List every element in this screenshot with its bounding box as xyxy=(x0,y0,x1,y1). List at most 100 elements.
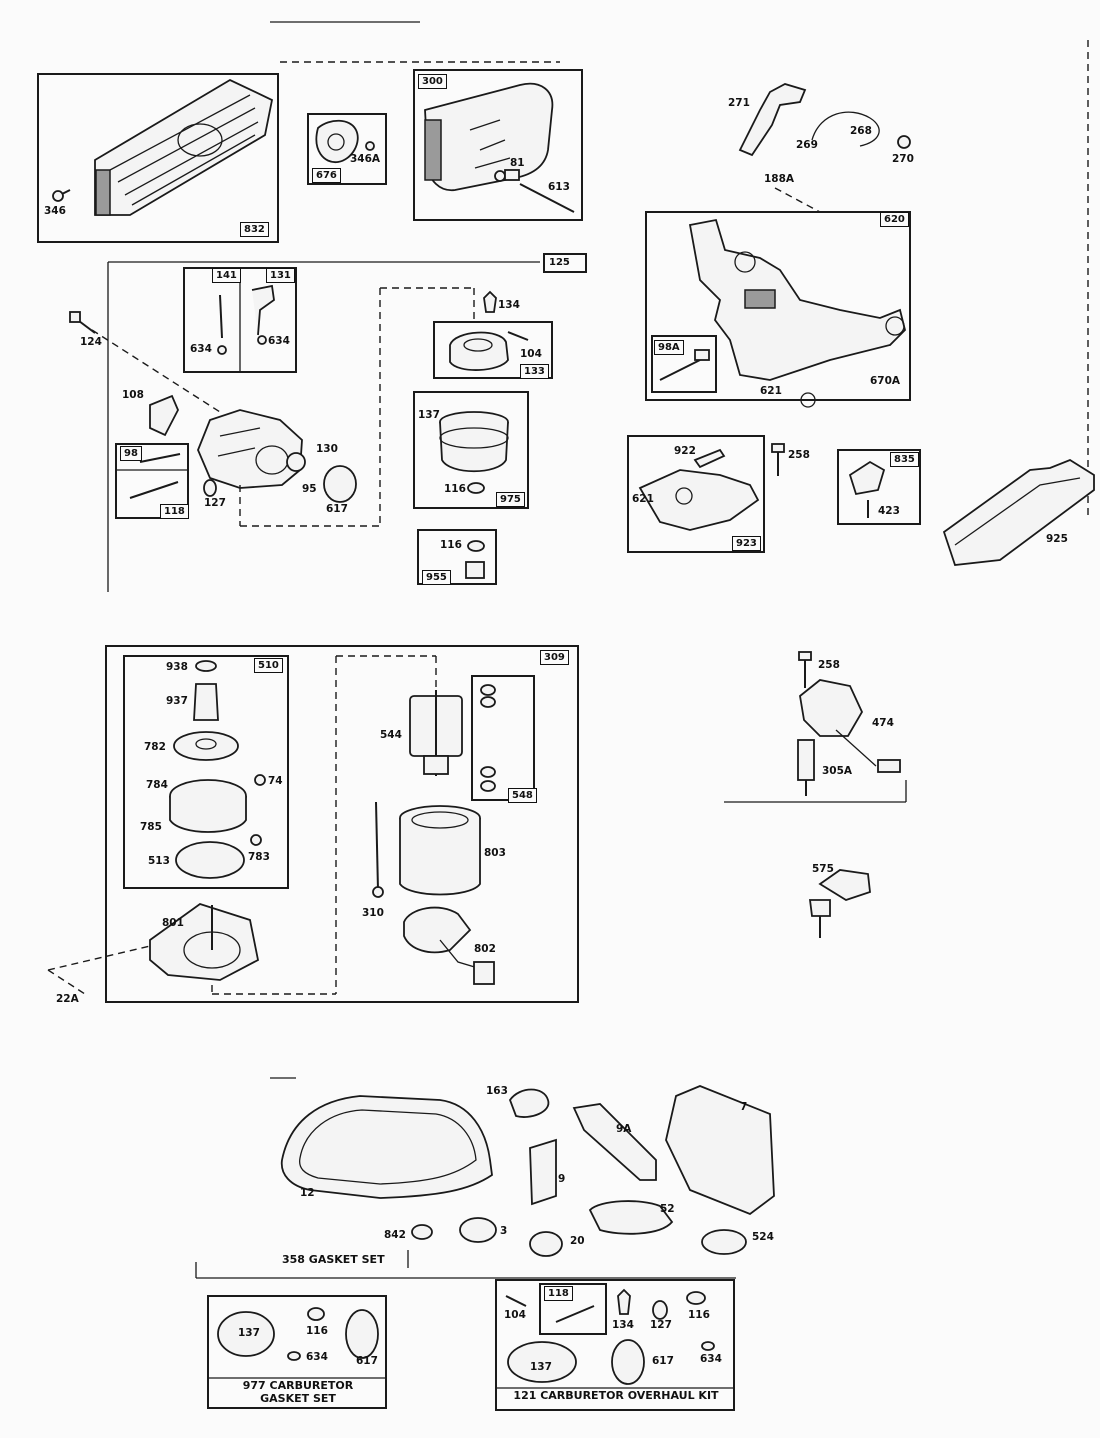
brush-plate-802-part xyxy=(403,906,495,985)
kit121-127: 127 xyxy=(650,1319,672,1331)
ring-617-part xyxy=(323,465,357,503)
label-309: 309 xyxy=(540,650,569,665)
label-108: 108 xyxy=(122,389,144,401)
label-258-b: 258 xyxy=(818,659,840,671)
label-676: 676 xyxy=(312,168,341,183)
box-977 xyxy=(207,1295,387,1409)
kit121-634: 634 xyxy=(700,1353,722,1365)
label-258: 258 xyxy=(788,449,810,461)
label-98: 98 xyxy=(120,446,142,461)
box-975 xyxy=(413,391,529,509)
switch-474-part xyxy=(799,679,901,773)
label-3: 3 xyxy=(500,1225,508,1237)
box-955 xyxy=(417,529,497,585)
kit121-104: 104 xyxy=(504,1309,526,1321)
gasket-52-part xyxy=(588,1200,674,1235)
label-955: 955 xyxy=(422,570,451,585)
label-98a: 98A xyxy=(654,340,684,355)
label-801: 801 xyxy=(162,917,184,929)
bolt-258b-part xyxy=(798,651,812,688)
label-783: 783 xyxy=(248,851,270,863)
label-621: 621 xyxy=(760,385,782,397)
key-switch-575-part xyxy=(808,869,871,938)
label-620: 620 xyxy=(880,212,909,227)
label-141: 141 xyxy=(212,268,241,283)
throttle-lever-271-part xyxy=(738,83,911,157)
needle-141-part xyxy=(217,294,227,355)
box-923 xyxy=(627,435,765,553)
label-346: 346 xyxy=(44,205,66,217)
label-621-b: 621 xyxy=(632,493,654,505)
label-634-b: 634 xyxy=(268,335,290,347)
label-127: 127 xyxy=(204,497,226,509)
kit977-617: 617 xyxy=(356,1355,378,1367)
armature-544-part xyxy=(409,684,496,792)
label-7: 7 xyxy=(740,1101,748,1113)
box-300 xyxy=(413,69,583,221)
label-832: 832 xyxy=(240,222,269,237)
box-676 xyxy=(307,113,387,185)
label-548: 548 xyxy=(508,788,537,803)
label-305a: 305A xyxy=(822,765,853,777)
label-575: 575 xyxy=(812,863,834,875)
label-524: 524 xyxy=(752,1231,774,1243)
kit977-caption: 977 CARBURETOR GASKET SET xyxy=(242,1379,354,1405)
box-121 xyxy=(495,1279,735,1411)
label-784: 784 xyxy=(146,779,168,791)
label-923: 923 xyxy=(732,536,761,551)
label-544: 544 xyxy=(380,729,402,741)
box-133 xyxy=(433,321,553,379)
nut-955-part xyxy=(465,540,485,579)
label-510: 510 xyxy=(254,658,283,673)
box-548 xyxy=(471,675,535,801)
label-9: 9 xyxy=(558,1173,566,1185)
label-163: 163 xyxy=(486,1085,508,1097)
end-cap-801-part xyxy=(149,903,260,981)
label-95: 95 xyxy=(302,483,317,495)
label-270: 270 xyxy=(892,153,914,165)
label-782: 782 xyxy=(144,741,166,753)
label-118: 118 xyxy=(160,504,189,519)
label-300: 300 xyxy=(418,74,447,89)
box-98a xyxy=(651,335,717,393)
label-975: 975 xyxy=(496,492,525,507)
box-510 xyxy=(123,655,289,889)
washer-842-part xyxy=(411,1224,433,1240)
switch-835-part xyxy=(848,460,886,518)
bolt-346-part xyxy=(52,189,71,202)
gasket-9-part xyxy=(529,1138,557,1206)
label-9a: 9A xyxy=(616,1123,632,1135)
box-118b xyxy=(539,1283,607,1335)
label-134: 134 xyxy=(498,299,520,311)
label-268: 268 xyxy=(850,125,872,137)
blower-housing-part xyxy=(94,78,274,216)
kit977-137: 137 xyxy=(238,1327,260,1339)
kit977-634: 634 xyxy=(306,1351,328,1363)
label-20: 20 xyxy=(570,1235,585,1247)
spacer-305a-part xyxy=(797,739,815,796)
label-634-a: 634 xyxy=(190,343,212,355)
gasket-9a-part xyxy=(572,1103,657,1181)
needle-131-part xyxy=(251,284,275,345)
gasket-130-part xyxy=(286,452,306,472)
label-670a: 670A xyxy=(870,375,901,387)
gasket-12-part xyxy=(280,1095,493,1199)
label-133: 133 xyxy=(520,364,549,379)
kit121-617: 617 xyxy=(652,1355,674,1367)
bowl-975-part xyxy=(439,411,509,494)
label-130: 130 xyxy=(316,443,338,455)
kit977-116: 116 xyxy=(306,1325,328,1337)
label-925: 925 xyxy=(1046,533,1068,545)
label-137: 137 xyxy=(418,409,440,421)
kit121-caption: 121 CARBURETOR OVERHAUL KIT xyxy=(513,1389,719,1402)
float-127-part xyxy=(203,479,217,497)
label-116: 116 xyxy=(444,483,466,495)
label-842: 842 xyxy=(384,1229,406,1241)
gasket-676-part xyxy=(315,119,375,163)
label-74: 74 xyxy=(268,775,283,787)
float-133-part xyxy=(449,331,529,371)
label-613: 613 xyxy=(548,181,570,193)
screw-98a-part xyxy=(659,349,710,381)
label-310: 310 xyxy=(362,907,384,919)
label-617: 617 xyxy=(326,503,348,515)
